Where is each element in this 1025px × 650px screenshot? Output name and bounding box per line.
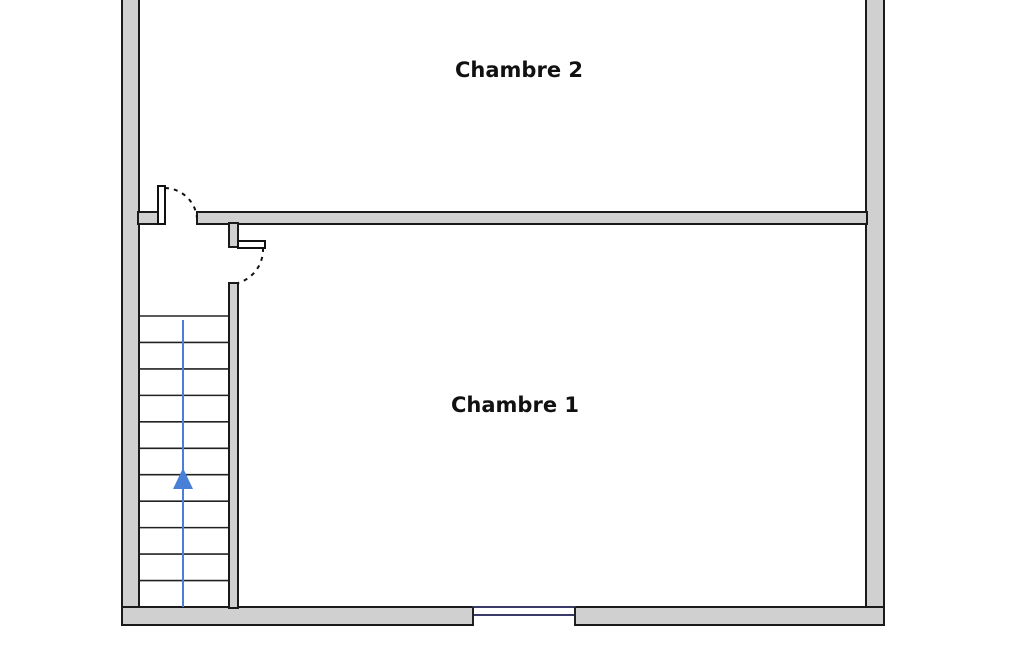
outer-wall-bottom-right: [574, 606, 885, 626]
window: [472, 606, 576, 624]
arrow-up-icon: [173, 468, 193, 489]
door-chambre-1: [237, 240, 266, 284]
interior-wall-between-rooms: [196, 211, 868, 225]
outer-wall-bottom-left: [121, 606, 474, 626]
stair-partition-upper: [228, 222, 239, 248]
door-chambre-2: [157, 185, 198, 225]
stair-partition-lower: [228, 282, 239, 609]
stair-direction-arrow: [173, 320, 193, 607]
room-label-chambre-2: Chambre 2: [455, 58, 583, 82]
outer-wall-left: [121, 0, 140, 626]
room-label-chambre-1: Chambre 1: [451, 393, 579, 417]
outer-wall-right: [865, 0, 885, 626]
